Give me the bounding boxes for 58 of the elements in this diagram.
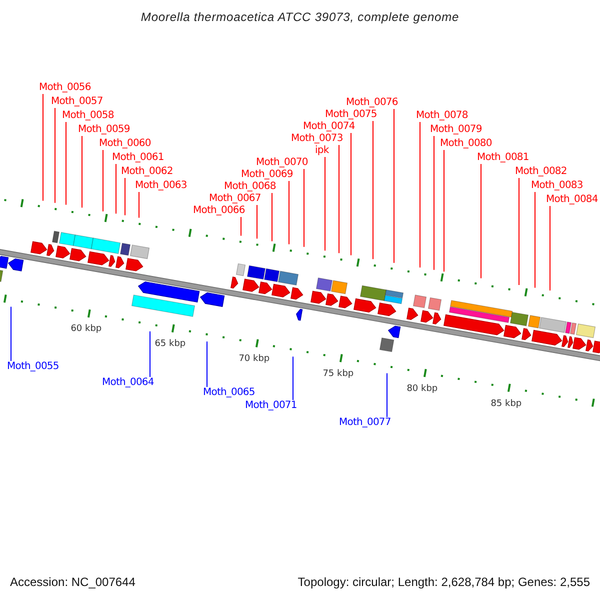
scale-label: 75 kbp <box>322 368 354 379</box>
gene-label: Moth_0079 <box>430 124 482 136</box>
leader-line <box>256 204 258 240</box>
gene-label: Moth_0084 <box>546 194 598 206</box>
gene-label: Moth_0076 <box>346 97 398 109</box>
gene-label: Moth_0080 <box>440 138 492 150</box>
gene-label: Moth_0074 <box>303 121 355 133</box>
gene-label: Moth_0075 <box>325 109 377 121</box>
gene-label: Moth_0067 <box>209 193 261 205</box>
gene-label: Moth_0055 <box>7 361 59 373</box>
scale-label: 70 kbp <box>238 354 270 364</box>
gene-label: Moth_0081 <box>477 152 529 164</box>
gene-label: Moth_0065 <box>203 387 255 399</box>
gene-label: Moth_0066 <box>193 205 245 217</box>
leader-line <box>102 150 104 212</box>
gene-label: Moth_0059 <box>78 124 130 136</box>
scale-label: 60 kbp <box>70 324 102 334</box>
leader-line <box>338 144 340 254</box>
leader-line <box>518 178 520 286</box>
leader-line <box>534 192 536 288</box>
scale-label: 65 kbp <box>154 339 186 350</box>
gene-label: Moth_0078 <box>416 110 468 122</box>
leader-line <box>292 356 294 400</box>
gene-label: Moth_0071 <box>245 400 297 412</box>
accession-text: Accession: NC_007644 <box>10 575 136 589</box>
gene-label: Moth_0061 <box>112 152 164 164</box>
leader-line <box>324 156 326 252</box>
leader-line <box>372 120 374 260</box>
scale-label: 85 kbp <box>490 398 522 409</box>
gene-label: Moth_0063 <box>135 180 187 192</box>
gene-label: Moth_0083 <box>531 180 583 192</box>
gene-label: Moth_0056 <box>39 82 91 94</box>
genome-info-text: Topology: circular; Length: 2,628,784 bp; Genes: 2,555 <box>298 575 590 589</box>
gene-label: Moth_0070 <box>256 157 308 169</box>
leader-line <box>10 306 12 362</box>
leader-line <box>240 216 242 236</box>
gene-label: ipk <box>315 145 329 157</box>
gene-label: Moth_0058 <box>62 110 114 122</box>
leader-line <box>54 108 56 204</box>
leader-line <box>288 180 290 245</box>
gene-label: Moth_0057 <box>51 96 103 108</box>
gene-label: Moth_0082 <box>515 166 567 178</box>
gene-label: Moth_0068 <box>224 181 276 193</box>
map-title: Moorella thermoacetica ATCC 39073, complete genome <box>140 10 460 24</box>
gene-label: Moth_0060 <box>99 138 151 150</box>
gene-label: Moth_0077 <box>339 417 391 429</box>
leader-line <box>480 164 482 279</box>
leader-line <box>42 94 44 202</box>
gene-label: Moth_0069 <box>241 169 293 181</box>
gene-label: Moth_0062 <box>121 166 173 178</box>
leader-line <box>206 340 208 388</box>
leader-line <box>386 372 388 418</box>
gene-label: Moth_0064 <box>102 377 154 389</box>
leader-line <box>138 192 140 218</box>
gene-label: Moth_0073 <box>291 133 343 145</box>
scale-label: 80 kbp <box>406 384 438 394</box>
leader-line <box>350 132 352 256</box>
leader-line <box>124 178 126 216</box>
